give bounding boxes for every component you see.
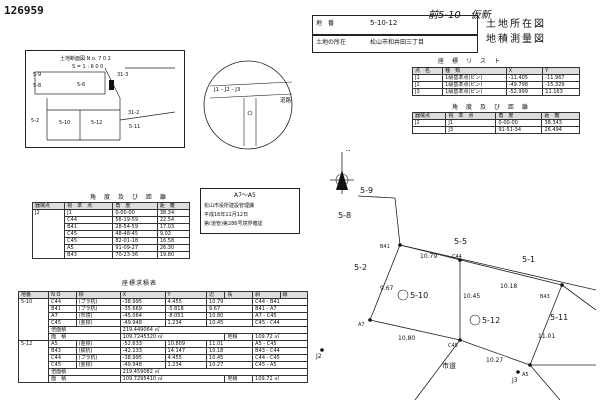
location-map-drawing: 5-9 5-8 5-6 31-3 31-2 5-2 5-10 5-12 5-11 [31,67,176,141]
angle-big-title: 角 度 及 び 距 離 [90,194,168,201]
plan-distance: 10.45 [463,293,480,300]
chiban-label: 地 番 [316,20,335,27]
plan-label: 5-11 [550,313,568,322]
plan-label: A7 [358,322,365,328]
title-line2: 地積測量図 [486,34,546,45]
plan-label: 5-2 [354,263,367,272]
inset-label: J1 - J2 - J3 [213,87,241,93]
map-label: 31-2 [128,110,139,116]
table-row: J3 1級基準点(ピン) -52.999 11.163 [411,88,580,96]
map-label: 5-2 [31,118,39,124]
coord-list-table: 点 名 種 類 X Y J1 1級基準点(ピン) -11.405 -11.967… [411,67,580,96]
plan-label: 5-1 [522,255,535,264]
location-map [25,50,185,148]
map-label: 5-8 [33,83,41,89]
plan-label: 5-9 [360,186,373,195]
plan-distance: 10.18 [500,283,517,290]
north-label: N [346,150,351,153]
coord-list-title: 座 標 リ ス ト [438,58,502,65]
survey-plan: J1 N J2 J3 5-9 5-8 5-5 5-1 5-2 5-10 5-12… [315,150,596,400]
plan-label: 5-10 [410,291,428,300]
coord-header: X [505,67,544,75]
plan-label: B41 [380,244,390,250]
road-label: 市道 [442,361,456,370]
plan-distance: 9.67 [380,285,394,292]
inset-road-label: 道路 [280,96,292,104]
map-label: 31-3 [117,72,128,78]
plan-distance: 10.79 [420,253,437,260]
map-label: 5-6 [77,82,85,88]
plan-label: J3 [511,377,518,384]
handwritten-note: 前5-10 仮新 [428,10,491,21]
plan-label: J2 [315,353,322,360]
table-row: J2 1級基準点(ピン) -49.798 -15.329 [411,81,580,89]
stamp-line: 平成16年11月12日 [204,212,249,218]
map-label: 5-10 [59,120,70,126]
table-row: J2 J1 0-00-00 38.343 [411,119,580,127]
plan-distance: 10.80 [398,335,415,342]
stamp-line: 第(道管)第286号境界確認 [204,221,263,227]
angle-small-title: 角 度 及 び 距 離 [452,104,530,111]
location-value: 松山市和井田三丁目 [370,39,425,46]
plan-label: 5-8 [338,211,351,220]
angle-small-table: 器械点 視 準 点 角 度 距 離 J2 J1 0-00-00 38.343 J… [411,112,580,134]
map-scale: S = 1 : 6 0 0 [72,64,104,70]
map-label: 5-9 [33,72,41,78]
document-number: 126959 [4,4,44,17]
plan-label: 5-5 [454,237,467,246]
stamp-line: A7～A5 [234,192,256,199]
table-row: J1 1級基準点(ピン) -11.405 -11.967 [411,74,580,82]
stamp-line: 松山市役所建設管理課 [204,203,255,209]
coord-header: Y [542,67,580,75]
title-block: 地 番 5-10-12 前5-10 仮新 土地の所在 松山市和井田三丁目 土地所… [312,10,587,55]
chiban-value: 5-10-12 [370,19,398,27]
inset-circle: J1 - J2 - J3 道路 [203,60,293,150]
map-label: 5-11 [129,124,140,130]
table-row: J3 91-51-34 26.494 [411,126,580,134]
confirmation-stamp [200,188,300,234]
title-line1: 土地所在図 [486,19,546,30]
plan-distance: 11.01 [538,333,555,340]
plan-distance: 10.27 [486,357,503,364]
map-caption: 土地断面図 N o. 7 0 2 [60,56,111,62]
plan-label: C44 [452,254,462,260]
calc-table-title: 座標求積表 [122,280,158,287]
plan-label: B43 [540,294,550,300]
plan-label: 5-12 [482,316,500,325]
coord-header: 種 類 [442,67,507,75]
location-label: 土地の所在 [316,39,347,46]
plan-label: A5 [522,372,529,378]
map-label: 5-12 [91,120,102,126]
plan-label: C45 [448,343,458,349]
coord-header: 点 名 [411,67,444,75]
